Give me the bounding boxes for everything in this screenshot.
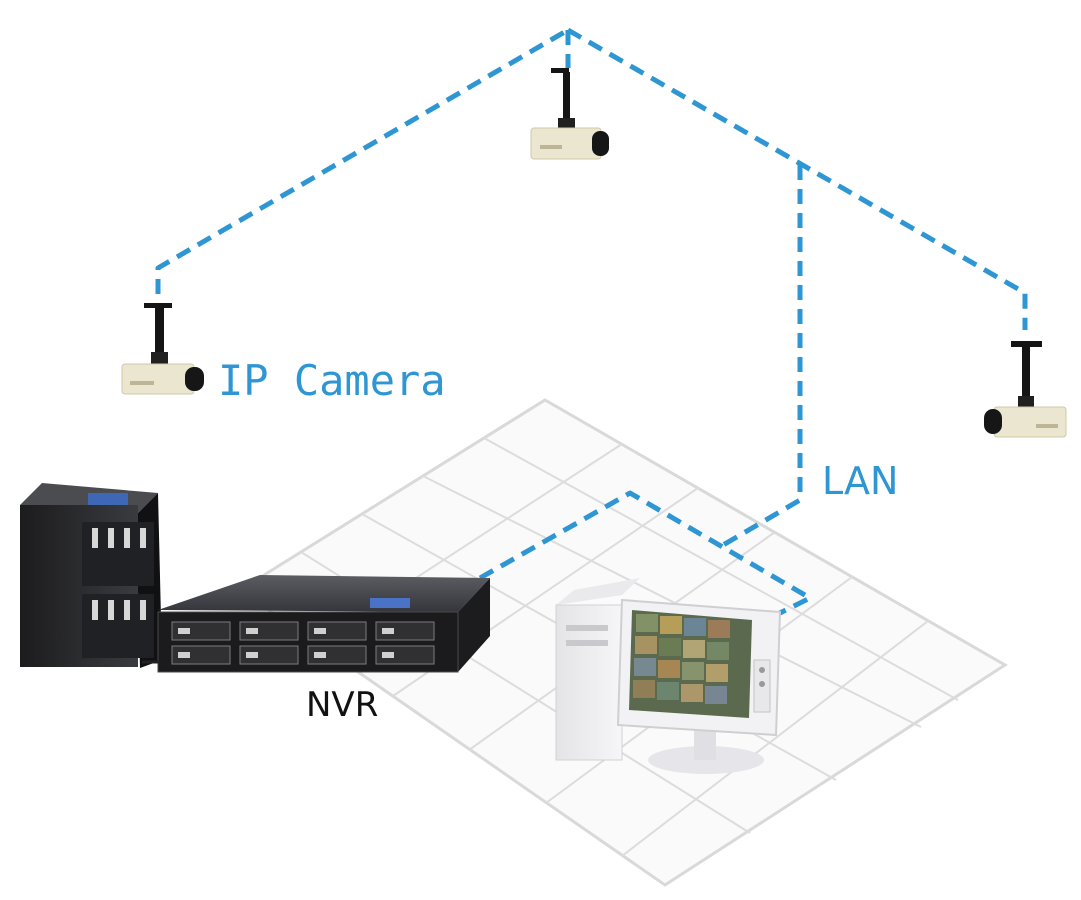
lan-line-trunk: [716, 165, 803, 551]
ip-camera-left: [121, 303, 204, 395]
lan-cabling: [155, 27, 1028, 621]
ip-camera-top: [530, 68, 609, 160]
lan-line-nvr-to-pc: [478, 490, 813, 621]
tower-nas-device: [20, 483, 162, 668]
lan-line-left: [155, 27, 570, 318]
rack-nvr-device: [157, 575, 490, 673]
video-wall-thumbnails: [633, 614, 730, 704]
lan-line-right: [566, 27, 1028, 330]
ip-camera-right: [984, 341, 1067, 438]
client-workstation: [555, 578, 782, 774]
ip-camera-label: IP Camera: [218, 356, 446, 405]
lan-label: LAN: [822, 459, 899, 503]
nvr-label: NVR: [306, 685, 379, 725]
